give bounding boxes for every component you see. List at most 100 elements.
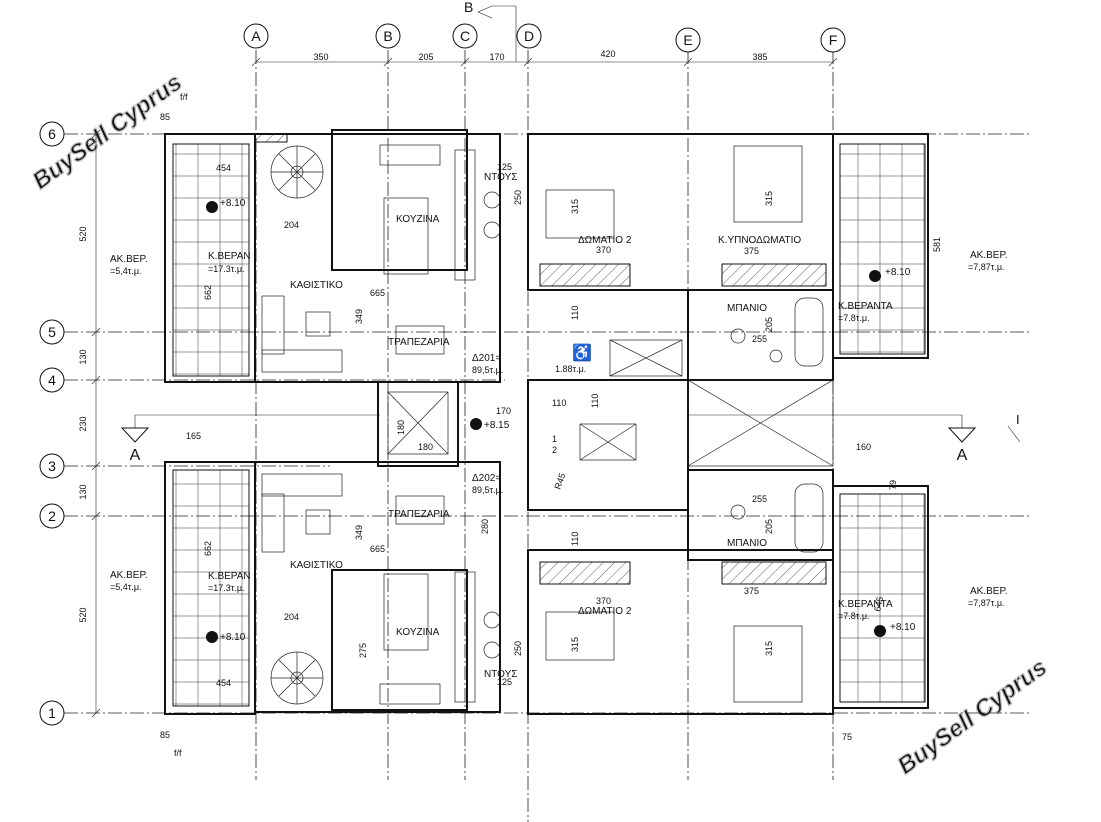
svg-text:350: 350 (313, 52, 328, 62)
section-mark-a: A A I (120, 412, 1021, 464)
section-mark-b: B (464, 0, 517, 62)
bottom-shower-label: ΝΤΟΥΣ (484, 669, 517, 680)
axis-marker-2: 2 (39, 503, 65, 529)
svg-text:A: A (957, 447, 968, 464)
top-kitchen-island (383, 197, 429, 275)
top-bedroom2-label: ΔΩΜΑΤΙΟ 2 (578, 235, 632, 246)
svg-text:R45: R45 (552, 472, 567, 491)
svg-text:349: 349 (354, 309, 364, 324)
svg-text:B: B (383, 28, 392, 44)
top-coffee-table (305, 311, 331, 337)
svg-text:250: 250 (513, 190, 523, 205)
svg-text:370: 370 (596, 245, 611, 255)
svg-text:520: 520 (78, 607, 88, 622)
svg-text:375: 375 (744, 586, 759, 596)
svg-text:665: 665 (370, 288, 385, 298)
svg-text:6: 6 (48, 126, 56, 142)
top-veranda-right-label: Κ.ΒΕΡΑΝΤΑ (838, 301, 893, 312)
svg-text:D: D (524, 28, 534, 44)
svg-text:C: C (460, 28, 470, 44)
svg-text:+8.15: +8.15 (484, 420, 510, 431)
level-marker-icon (874, 625, 886, 637)
axis-marker-f: F (820, 27, 846, 53)
svg-text:110: 110 (570, 532, 580, 546)
svg-text:1: 1 (552, 434, 557, 444)
svg-text:315: 315 (764, 191, 774, 206)
bottom-dining-label: ΤΡΑΠΕΖΑΡΙΑ (388, 509, 450, 520)
svg-text:665: 665 (370, 544, 385, 554)
svg-text:89,5τ.μ.: 89,5τ.μ. (472, 485, 503, 495)
svg-text:A: A (130, 447, 141, 464)
svg-text:280: 280 (480, 519, 490, 534)
top-unit-label: Δ201= (472, 353, 501, 364)
top-kitchen-block (331, 129, 468, 271)
bottom-apartment: ΚΟΥΖΙΝΑ ΚΑΘΙΣΤΙΚΟ ΤΡΑΠΕΖΑΡΙΑ ΝΤΟΥΣ ΔΩΜΑΤ… (110, 461, 1008, 758)
axis-marker-6: 6 (39, 121, 65, 147)
svg-text:205: 205 (764, 317, 774, 332)
svg-text:1: 1 (48, 705, 56, 721)
svg-text:2: 2 (48, 508, 56, 524)
svg-text:165: 165 (186, 431, 201, 441)
svg-text:375: 375 (744, 246, 759, 256)
svg-text:385: 385 (752, 52, 767, 62)
axis-marker-e: E (675, 27, 701, 53)
axis-marker-1: 1 (39, 700, 65, 726)
top-right-veranda (832, 133, 929, 359)
svg-text:230: 230 (78, 416, 88, 431)
top-sofa-bottom (261, 349, 343, 373)
axis-marker-5: 5 (39, 319, 65, 345)
svg-text:110: 110 (552, 398, 566, 408)
axis-marker-4: 4 (39, 367, 65, 393)
bottom-open-veranda-right-label: ΑΚ.ΒΕΡ. (970, 586, 1008, 597)
bottom-bath-label: ΜΠΑΝΙΟ (727, 538, 767, 549)
top-open-veranda-left-label: ΑΚ.ΒΕΡ. (110, 254, 148, 265)
svg-text:662: 662 (203, 541, 213, 556)
svg-text:349: 349 (354, 525, 364, 540)
svg-text:=7.8τ.μ.: =7.8τ.μ. (838, 313, 870, 323)
top-master-label: Κ.ΥΠΝΟΔΩΜΑΤΙΟ (718, 235, 801, 246)
svg-text:85: 85 (160, 112, 170, 122)
svg-text:180: 180 (418, 442, 433, 452)
bottom-coffee-table (305, 509, 331, 535)
svg-text:110: 110 (590, 394, 600, 408)
svg-text:=7.8τ.μ.: =7.8τ.μ. (838, 611, 870, 621)
accessibility-icon: ♿ (572, 343, 592, 362)
svg-text:130: 130 (78, 349, 88, 364)
svg-text:5: 5 (48, 324, 56, 340)
bottom-right-veranda (832, 485, 929, 709)
top-dining-table (395, 325, 445, 355)
top-shower-label: ΝΤΟΥΣ (484, 172, 517, 183)
svg-text:85: 85 (160, 730, 170, 740)
svg-text:255: 255 (752, 334, 767, 344)
svg-text:+8.10: +8.10 (890, 622, 916, 633)
svg-text:454: 454 (216, 678, 231, 688)
svg-text:370: 370 (596, 596, 611, 606)
top-dimension-chain: 350 205 170 420 385 (251, 49, 838, 67)
svg-text:160: 160 (856, 442, 871, 452)
bottom-unit-label: Δ202= (472, 473, 501, 484)
bottom-kitchen-island (383, 573, 429, 651)
bottom-sofa-left (261, 493, 285, 553)
svg-text:4: 4 (48, 372, 56, 388)
bottom-open-veranda-left-label: ΑΚ.ΒΕΡ. (110, 570, 148, 581)
svg-text:=7,87τ.μ.: =7,87τ.μ. (968, 598, 1005, 608)
axis-marker-a: A (243, 23, 269, 49)
svg-text:I: I (1016, 412, 1020, 427)
svg-text:f/f: f/f (174, 748, 182, 758)
svg-text:+8.10: +8.10 (885, 267, 911, 278)
bottom-living-label: ΚΑΘΙΣΤΙΚΟ (290, 560, 343, 571)
bottom-bed-room2 (545, 611, 615, 661)
svg-text:f/f: f/f (180, 92, 188, 102)
level-marker-icon (206, 631, 218, 643)
axis-marker-3: 3 (39, 453, 65, 479)
bottom-bedroom2-label: ΔΩΜΑΤΙΟ 2 (578, 606, 632, 617)
svg-text:662: 662 (203, 285, 213, 300)
svg-text:79: 79 (888, 480, 898, 490)
svg-text:1.88τ.μ.: 1.88τ.μ. (555, 364, 586, 374)
svg-text:89,5τ.μ.: 89,5τ.μ. (472, 365, 503, 375)
bottom-bathtub (794, 483, 824, 553)
level-marker-icon (206, 201, 218, 213)
bottom-kitchen-label: ΚΟΥΖΙΝΑ (396, 627, 440, 638)
bottom-veranda-right-label: Κ.ΒΕΡΑΝΤΑ (838, 599, 893, 610)
top-bath-label: ΜΠΑΝΙΟ (727, 303, 767, 314)
